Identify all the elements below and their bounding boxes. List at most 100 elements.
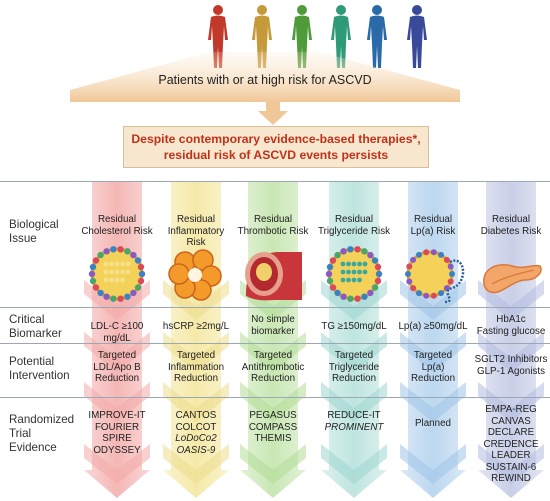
trial-evidence-line: DECLARE bbox=[487, 427, 535, 438]
trial-evidence-line: FOURIER bbox=[94, 421, 140, 433]
biological-issue-line: Residual bbox=[413, 214, 453, 225]
column-arrow bbox=[478, 182, 544, 498]
person-figure-icon bbox=[367, 5, 387, 68]
biological-issue-line: Residual bbox=[176, 214, 216, 225]
inflammation-cytokine-icon bbox=[168, 249, 222, 301]
intervention-line: Targeted bbox=[253, 350, 293, 361]
row-label-line: Critical bbox=[9, 313, 45, 326]
person-figure-icon bbox=[292, 5, 312, 68]
person-figure-icon bbox=[407, 5, 427, 68]
intervention-line: SGLT2 Inhibitors bbox=[474, 354, 548, 365]
residual-risk-statement: Despite contemporary evidence-based ther… bbox=[123, 126, 429, 168]
intervention-line: Targeted bbox=[176, 350, 216, 361]
patients-label: Patients with or at high risk for ASCVD bbox=[158, 73, 372, 87]
biomarker: TG ≥150mg/dL bbox=[317, 321, 391, 333]
lipoprotein-a-icon bbox=[405, 249, 465, 304]
biological-issue-line: Lp(a) Risk bbox=[410, 225, 456, 237]
lipoprotein-particle-icon bbox=[88, 246, 146, 302]
biomarker: Lp(a) ≥50mg/dL bbox=[396, 321, 470, 333]
person-figure-icon bbox=[208, 5, 228, 68]
trial-evidence-line: EMPA-REG bbox=[485, 404, 537, 415]
row-label-randomized-trial-evidence: Randomized Trial Evidence bbox=[9, 413, 74, 455]
biomarker: LDL-C ≥100 mg/dL bbox=[80, 321, 154, 344]
trial-evidence-line: CREDENCE bbox=[483, 438, 539, 450]
row-label-line: Randomized bbox=[9, 413, 75, 426]
trial-evidence-line: CANVAS bbox=[491, 415, 531, 427]
trial-evidence-line: COLCOT bbox=[175, 421, 217, 433]
artery-thrombus-icon bbox=[245, 252, 302, 301]
row-label-line: Issue bbox=[9, 232, 37, 245]
row-label-line: Biomarker bbox=[9, 327, 62, 340]
biological-issue-line: Diabetes Risk bbox=[480, 225, 542, 237]
row-label-line: Biological bbox=[9, 218, 59, 231]
intervention-line: GLP-1 Agonists bbox=[476, 365, 546, 377]
biological-issue-line: Residual bbox=[334, 214, 374, 225]
person-figure-icon bbox=[252, 5, 272, 68]
row-label-potential-intervention: Potential Intervention bbox=[9, 355, 70, 383]
row-label-biological-issue: Biological Issue bbox=[9, 218, 59, 246]
patients-banner-shape bbox=[70, 52, 460, 102]
intervention-line: Reduction bbox=[250, 373, 296, 384]
intervention-line: Targeted bbox=[334, 350, 374, 361]
biological-issue-line: Triglyceride Risk bbox=[317, 225, 391, 237]
trial-evidence-line: COMPASS bbox=[248, 421, 298, 433]
risk-line-1: Despite contemporary evidence-based ther… bbox=[131, 132, 421, 146]
risk-line-2: residual risk of ASCVD events persists bbox=[163, 148, 389, 162]
biological-issue-line: Cholesterol Risk bbox=[81, 225, 153, 237]
intervention-line: Lp(a) bbox=[421, 361, 445, 373]
trial-evidence-line: PEGASUS bbox=[249, 410, 297, 421]
intervention-line: Reduction bbox=[173, 373, 219, 384]
row-divider bbox=[0, 181, 550, 182]
biological-issue-line: Thrombotic Risk bbox=[237, 225, 309, 237]
row-label-line: Potential bbox=[9, 355, 55, 368]
trial-evidence-line: SPIRE bbox=[102, 433, 132, 444]
trial-evidence: Planned bbox=[396, 418, 470, 430]
intervention-line: Reduction bbox=[410, 373, 456, 384]
trial-evidence-line: REDUCE-IT bbox=[327, 410, 381, 421]
row-label-line: Evidence bbox=[9, 441, 57, 454]
biomarker-line: LDL-C ≥100 mg/dL bbox=[90, 321, 144, 344]
row-divider bbox=[0, 397, 550, 398]
row-label-line: Intervention bbox=[9, 369, 70, 382]
biomarker-line: No simple bbox=[251, 314, 295, 325]
trial-evidence-line: CANTOS bbox=[175, 410, 217, 421]
biological-issue-line: Inflammatory Risk bbox=[167, 225, 225, 249]
trial-evidence-line: LEADER bbox=[491, 450, 531, 461]
biological-issue-line: Residual bbox=[97, 214, 137, 225]
trial-evidence-line: THEMIS bbox=[254, 433, 292, 444]
trial-evidence-line: OASIS-9 bbox=[176, 444, 216, 456]
trial-evidence-line: REWIND bbox=[491, 473, 531, 484]
trial-evidence-line: PROMINENT bbox=[324, 421, 384, 433]
intervention-line: Antithrombotic bbox=[241, 361, 305, 373]
pancreas-icon bbox=[483, 264, 542, 294]
trial-evidence-line: LoDoCo2 bbox=[175, 433, 217, 444]
trial-evidence-line: SUSTAIN-6 bbox=[485, 461, 537, 473]
down-arrow-icon bbox=[258, 101, 288, 125]
intervention-line: Targeted bbox=[97, 350, 137, 361]
row-label-critical-biomarker: Critical Biomarker bbox=[9, 313, 62, 341]
intervention-line: Reduction bbox=[331, 373, 377, 384]
row-divider bbox=[0, 343, 550, 344]
row-label-line: Trial bbox=[9, 427, 32, 440]
person-figure-icon bbox=[331, 5, 351, 68]
intervention-line: Inflammation bbox=[167, 361, 225, 373]
trial-evidence-line: IMPROVE-IT bbox=[88, 410, 146, 421]
intervention-line: Reduction bbox=[94, 373, 140, 384]
intervention-line: Targeted bbox=[413, 350, 453, 361]
